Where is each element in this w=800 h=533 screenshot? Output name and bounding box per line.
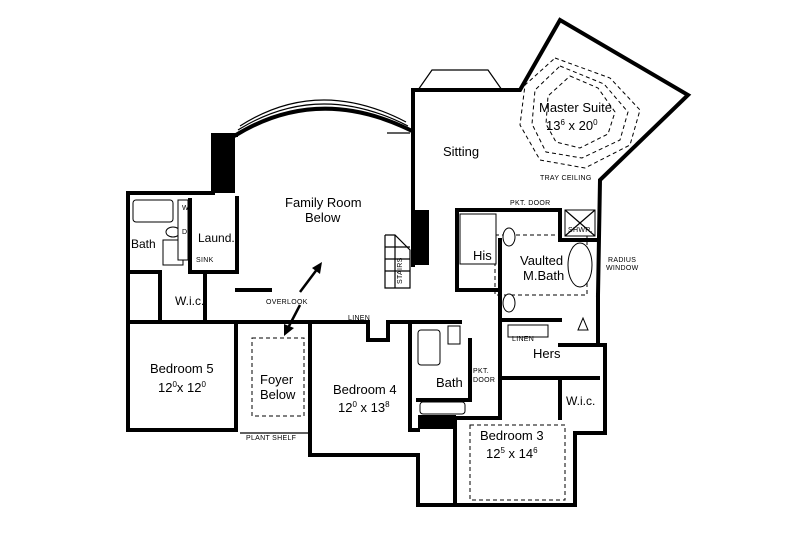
- note-pkt-door-top: PKT. DOOR: [510, 200, 550, 207]
- note-linen-bath: LINEN: [512, 336, 534, 343]
- interior-walls: [126, 196, 600, 432]
- bedroom3-outline: [469, 424, 566, 501]
- room-family-line1: Family Room: [285, 195, 362, 210]
- room-foyer-line1: Foyer: [260, 372, 294, 387]
- svg-text:120 x 138: 120 x 138: [338, 400, 390, 415]
- room-bath-left: Bath: [131, 237, 156, 251]
- svg-text:125 x 146: 125 x 146: [486, 446, 538, 461]
- fireplace-block: [213, 135, 235, 193]
- tray-ceiling: [519, 57, 641, 169]
- room-laundry: Laund.: [198, 231, 235, 245]
- svg-text:136 x 200: 136 x 200: [546, 118, 598, 133]
- note-w: W.: [182, 205, 191, 212]
- room-vaulted-line2: M.Bath: [523, 268, 564, 283]
- room-wic-left: W.i.c.: [175, 294, 204, 308]
- note-pkt: PKT.: [473, 368, 489, 375]
- room-bedroom4: Bedroom 4 120 x 138: [333, 382, 397, 415]
- note-overlook: OVERLOOK: [266, 299, 308, 306]
- note-shwr: SHWR.: [568, 227, 593, 234]
- note-d: D.: [182, 229, 190, 236]
- svg-text:Bedroom 5: Bedroom 5: [150, 361, 214, 376]
- note-radius: RADIUS: [608, 257, 636, 264]
- fixtures: [132, 199, 596, 415]
- tray-ceiling-note: TRAY CEILING: [540, 175, 592, 182]
- foyer-outline: [251, 337, 305, 417]
- svg-text:120x 120: 120x 120: [158, 380, 207, 395]
- room-bedroom5: Bedroom 5 120x 120: [150, 361, 214, 395]
- note-dn: DN: [421, 253, 428, 264]
- room-sitting: Sitting: [443, 144, 479, 159]
- note-plant-shelf: PLANT SHELF: [246, 435, 296, 442]
- note-door: DOOR: [473, 377, 495, 384]
- bay-windows: [237, 69, 503, 134]
- overlook-arrows: [284, 262, 322, 336]
- note-linen-hall: LINEN: [348, 315, 370, 322]
- room-master-suite: Master Suite 136 x 200: [539, 100, 612, 133]
- room-family-line2: Below: [305, 210, 341, 225]
- svg-text:Bedroom 4: Bedroom 4: [333, 382, 397, 397]
- wall-block: [413, 210, 429, 265]
- stairs: [384, 234, 411, 289]
- note-window: WINDOW: [606, 265, 639, 272]
- room-hers: Hers: [533, 346, 561, 361]
- room-vaulted-line1: Vaulted: [520, 253, 563, 268]
- room-his: His: [473, 248, 492, 263]
- svg-text:Bedroom 3: Bedroom 3: [480, 428, 544, 443]
- svg-text:Master Suite: Master Suite: [539, 100, 612, 115]
- room-foyer-line2: Below: [260, 387, 296, 402]
- note-stairs: STAIRS: [397, 257, 404, 284]
- wall-block-bath: [418, 415, 456, 429]
- room-bath-center: Bath: [436, 375, 463, 390]
- room-bedroom3: Bedroom 3 125 x 146: [480, 428, 544, 461]
- room-wic-right: W.i.c.: [566, 394, 595, 408]
- note-sink: SINK: [196, 257, 214, 264]
